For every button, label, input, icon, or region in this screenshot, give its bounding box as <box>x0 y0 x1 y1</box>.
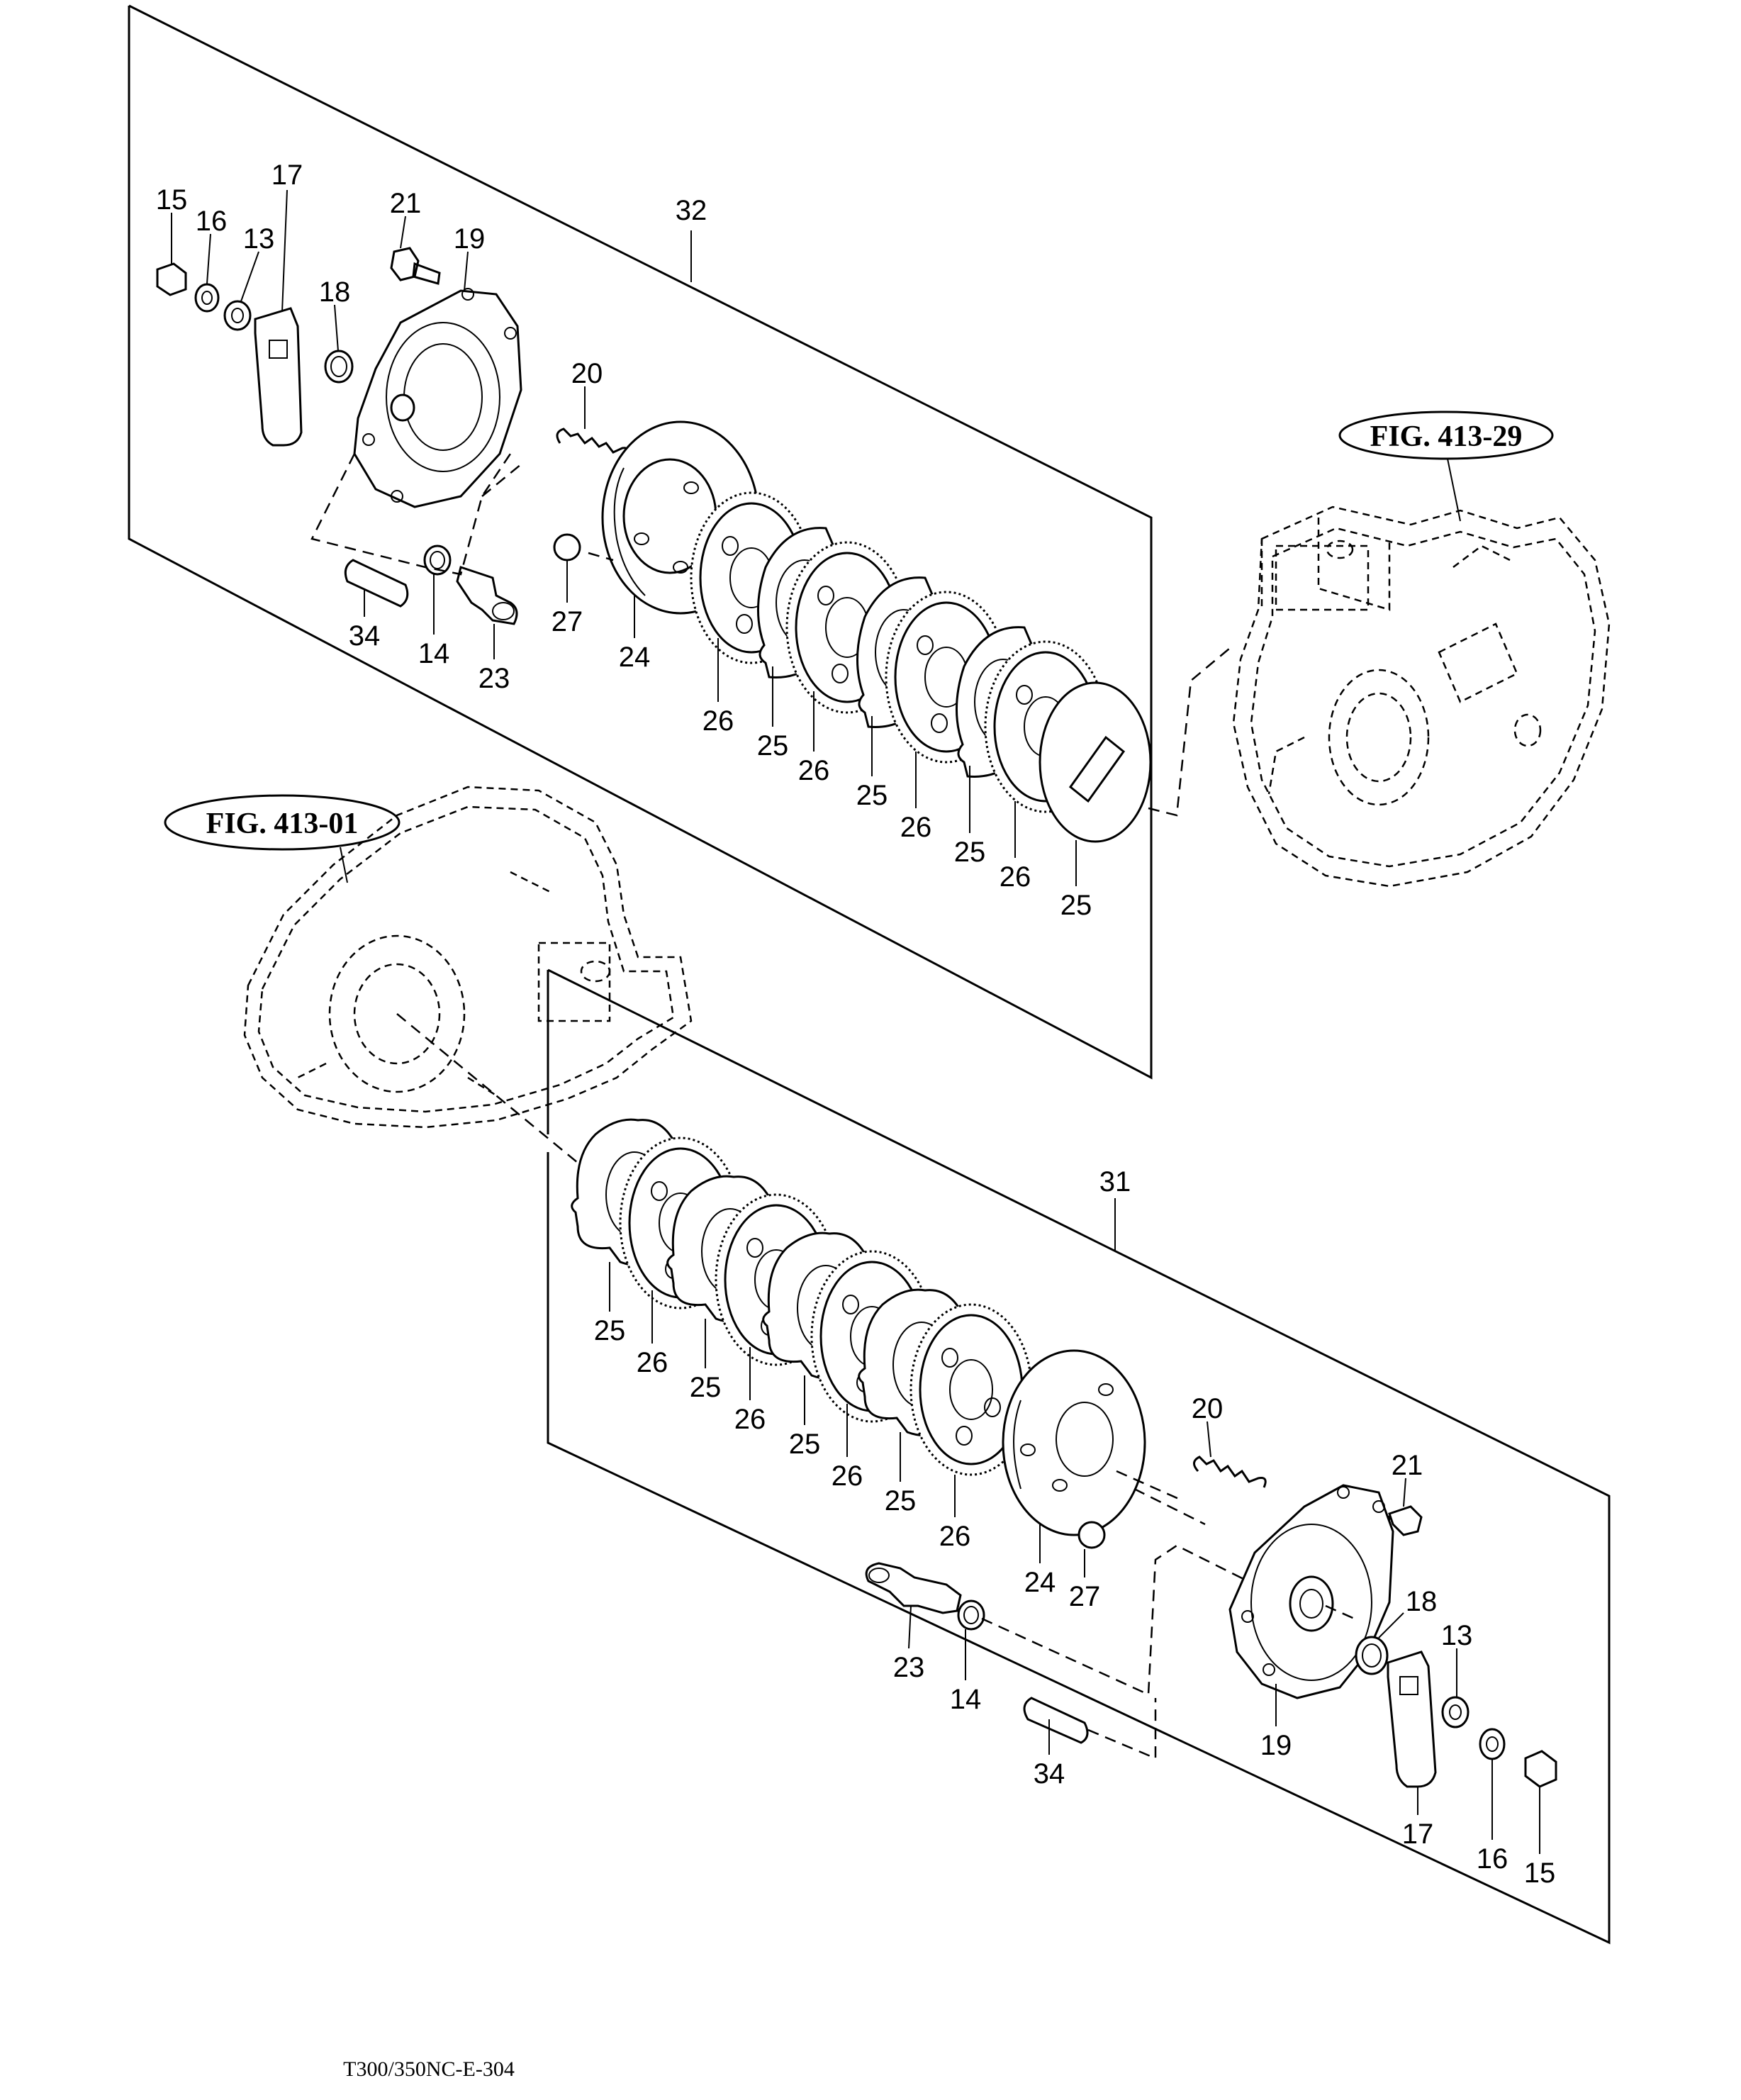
upper-washer-13 <box>223 300 252 331</box>
callout-26: 26 <box>702 705 734 737</box>
callout-16: 16 <box>196 206 228 237</box>
lower-friction-disc-26d <box>909 1303 1033 1476</box>
callout-25: 25 <box>757 730 789 761</box>
callout-25: 25 <box>789 1429 821 1460</box>
housing-fig-413-29 <box>1232 506 1611 888</box>
callout-20: 20 <box>1192 1393 1224 1424</box>
lower-nut-15 <box>1524 1750 1557 1788</box>
upper-assembly-frame: 32 <box>128 4 1153 1080</box>
lower-shaft-23 <box>865 1562 962 1614</box>
upper-o-ring-14 <box>423 544 452 576</box>
drawing-code: T300/350NC-E-304 <box>343 2057 515 2081</box>
fig-ref-413-29: FIG. 413-29 <box>1338 410 1554 522</box>
callout-26: 26 <box>1000 861 1031 893</box>
callout-27: 27 <box>552 606 583 637</box>
callout-20: 20 <box>571 358 603 389</box>
callout-25: 25 <box>885 1485 917 1517</box>
leader-lines <box>171 189 1540 1854</box>
callout-27: 27 <box>1069 1581 1101 1612</box>
callout-25: 25 <box>594 1315 626 1346</box>
callout-23: 23 <box>478 663 510 694</box>
lower-washer-13 <box>1441 1696 1470 1728</box>
callout-24: 24 <box>619 642 651 673</box>
assembly-label-32: 32 <box>676 195 707 226</box>
callout-18: 18 <box>1406 1586 1438 1617</box>
callout-23: 23 <box>893 1652 925 1683</box>
lower-assembly-frame: 31 <box>547 968 1611 1945</box>
upper-lock-washer-16 <box>194 283 220 313</box>
lower-lock-washer-16 <box>1479 1728 1506 1760</box>
callout-25: 25 <box>690 1372 722 1403</box>
upper-pin-34 <box>344 559 409 608</box>
lower-callouts: 25 26 25 26 25 26 25 26 20 21 24 27 18 1… <box>594 1315 1556 1889</box>
callout-21: 21 <box>390 188 422 219</box>
lower-disc-stack <box>571 1118 1033 1476</box>
callout-24: 24 <box>1024 1567 1056 1598</box>
upper-bolt-21 <box>390 247 441 285</box>
lower-pin-34 <box>1023 1697 1089 1744</box>
callout-21: 21 <box>1392 1450 1423 1481</box>
callout-19: 19 <box>454 223 486 255</box>
callout-26: 26 <box>900 812 932 843</box>
upper-shaft-23 <box>456 566 518 625</box>
callout-13: 13 <box>243 223 275 255</box>
callout-14: 14 <box>418 638 450 669</box>
callout-25: 25 <box>856 780 888 811</box>
lower-o-ring-18 <box>1355 1636 1389 1675</box>
lower-assembly-path <box>396 1013 1358 1760</box>
callout-13: 13 <box>1441 1620 1473 1651</box>
fig-ref-413-01-text: FIG. 413-01 <box>206 808 359 840</box>
lower-pressure-plate-24 <box>1002 1349 1146 1536</box>
callout-17: 17 <box>271 160 303 191</box>
assembly-label-31: 31 <box>1099 1166 1131 1197</box>
upper-ball-27 <box>553 533 581 562</box>
upper-cover-19 <box>353 289 522 508</box>
callout-26: 26 <box>939 1521 971 1552</box>
lower-spring-20 <box>1193 1456 1267 1488</box>
fig-ref-413-01: FIG. 413-01 <box>164 794 401 883</box>
callout-34: 34 <box>1034 1758 1065 1789</box>
lower-o-ring-14 <box>957 1599 985 1631</box>
callout-26: 26 <box>637 1347 668 1378</box>
upper-assembly-path <box>310 453 1234 817</box>
callout-26: 26 <box>832 1460 863 1492</box>
upper-steel-plate-25d <box>1039 681 1152 843</box>
callout-15: 15 <box>1524 1858 1556 1889</box>
callout-19: 19 <box>1260 1730 1292 1761</box>
upper-parts <box>156 247 1152 843</box>
callout-34: 34 <box>349 620 381 652</box>
upper-nut-15 <box>156 262 187 296</box>
callout-26: 26 <box>798 755 830 786</box>
upper-o-ring-18 <box>324 350 354 384</box>
callout-18: 18 <box>319 277 351 308</box>
callout-16: 16 <box>1477 1843 1508 1875</box>
housing-fig-413-01 <box>243 786 693 1129</box>
upper-lever-17 <box>254 307 303 447</box>
upper-disc-stack <box>690 491 1152 843</box>
callout-25: 25 <box>954 837 986 868</box>
lower-lever-17 <box>1387 1651 1437 1788</box>
callout-15: 15 <box>156 184 188 216</box>
lower-parts <box>571 1118 1557 1788</box>
lower-ball-27 <box>1077 1521 1106 1549</box>
upper-spring-20 <box>556 428 629 458</box>
callout-26: 26 <box>734 1404 766 1435</box>
callout-25: 25 <box>1060 890 1092 921</box>
upper-callouts: 15 16 13 17 21 19 18 20 34 14 23 27 24 2… <box>156 160 1092 921</box>
callout-17: 17 <box>1402 1819 1434 1850</box>
callout-14: 14 <box>950 1684 982 1715</box>
fig-ref-413-29-text: FIG. 413-29 <box>1370 420 1523 453</box>
